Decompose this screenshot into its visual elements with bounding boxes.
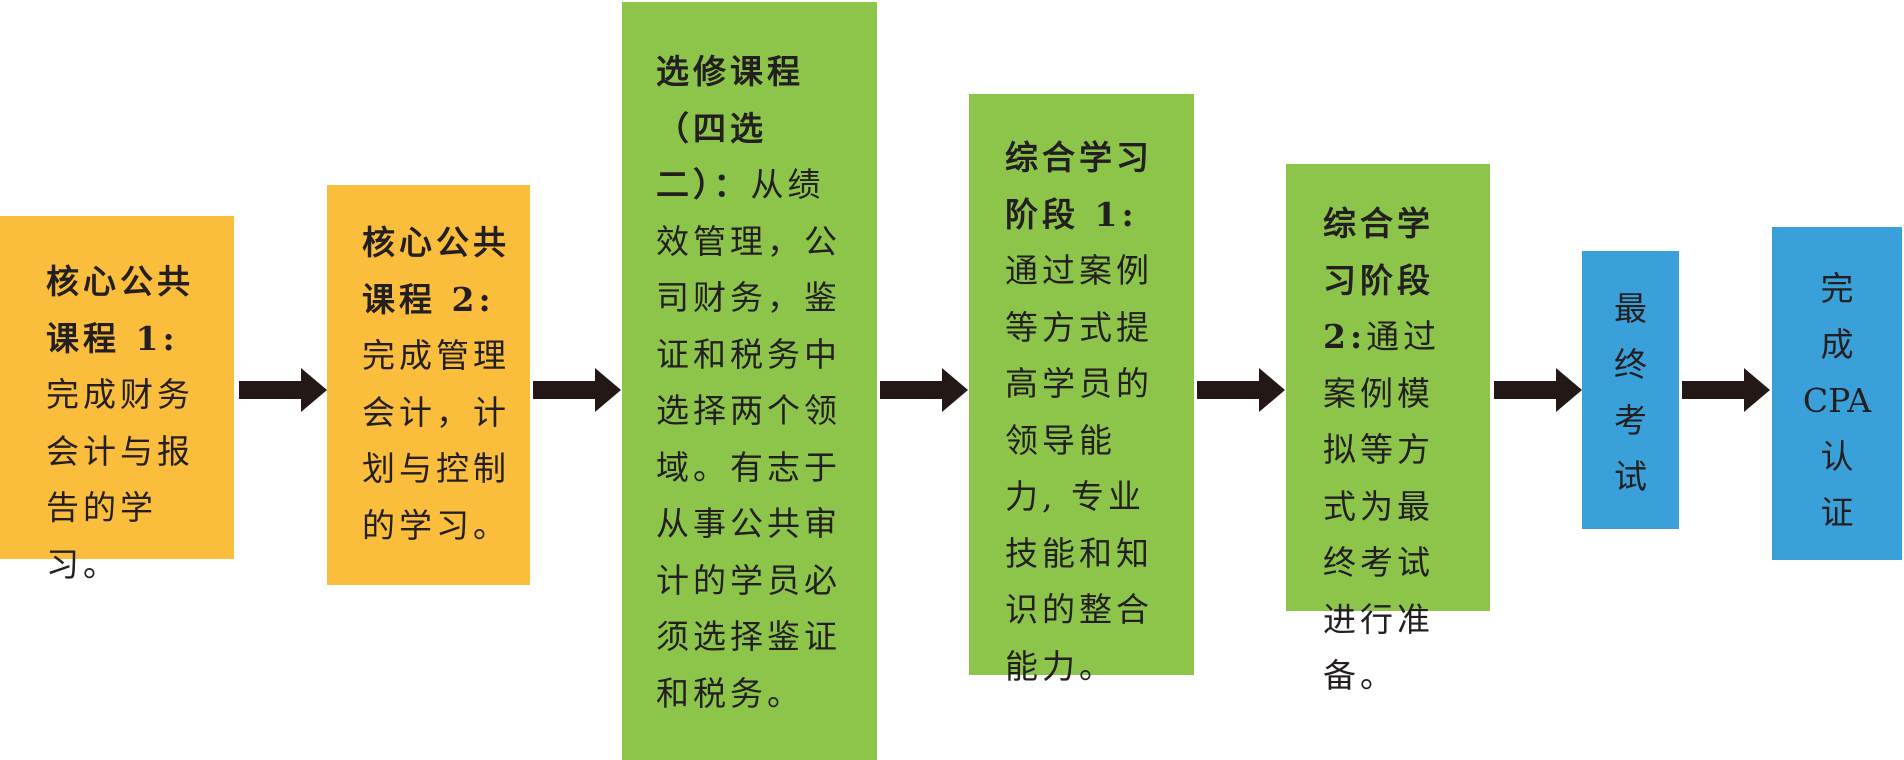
step-title: 综合学习阶段 2:	[1323, 204, 1434, 356]
step-line: 考	[1614, 401, 1647, 440]
step-title: 选修课程（四选二）：	[656, 52, 804, 204]
step-title: 核心公共课程 2:	[362, 223, 510, 319]
step-line: 认	[1820, 437, 1854, 476]
arrow-right-icon	[1197, 366, 1285, 414]
step-line: 成	[1820, 325, 1854, 364]
step-elective-courses: 选修课程（四选二）：从绩效管理，公司财务，鉴证和税务中选择两个领域。有志于从事公…	[622, 2, 877, 760]
step-line: 终	[1614, 345, 1647, 384]
step-title: 综合学习阶段 1:	[1005, 138, 1153, 234]
step-line: 最	[1614, 289, 1647, 328]
arrow-right-icon	[1494, 366, 1582, 414]
step-line: CPA	[1802, 381, 1872, 420]
step-integrated-stage-2: 综合学习阶段 2:通过案例模拟等方式为最终考试进行准备。	[1286, 164, 1490, 695]
step-line: 证	[1820, 493, 1854, 532]
step-body: 通过案例等方式提高学员的领导能力, 专业技能和知识的整合能力。	[1005, 251, 1153, 686]
step-cpa-certification: 完 成 CPA 认 证	[1772, 227, 1902, 560]
step-core-course-2: 核心公共课程 2: 完成管理会计，计划与控制的学习。	[327, 185, 530, 585]
arrow-right-icon	[880, 366, 968, 414]
arrow-right-icon	[239, 366, 327, 414]
arrow-right-icon	[533, 366, 621, 414]
step-body: 从绩效管理，公司财务，鉴证和税务中选择两个领域。有志于从事公共审计的学员必须选择…	[656, 165, 841, 713]
step-final-exam: 最 终 考 试	[1582, 251, 1679, 529]
step-body: 完成管理会计，计划与控制的学习。	[362, 336, 510, 545]
step-line: 完	[1820, 269, 1854, 308]
step-body: 完成财务会计与报告的学习。	[46, 375, 194, 584]
step-core-course-1: 核心公共课程 1: 完成财务会计与报告的学习。	[0, 216, 234, 584]
step-line: 试	[1614, 457, 1647, 496]
step-integrated-stage-1: 综合学习阶段 1: 通过案例等方式提高学员的领导能力, 专业技能和知识的整合能力。	[969, 94, 1194, 686]
arrow-right-icon	[1682, 366, 1770, 414]
step-body: 通过案例模拟等方式为最终考试进行准备。	[1323, 317, 1441, 695]
step-title: 核心公共课程 1:	[46, 262, 194, 358]
